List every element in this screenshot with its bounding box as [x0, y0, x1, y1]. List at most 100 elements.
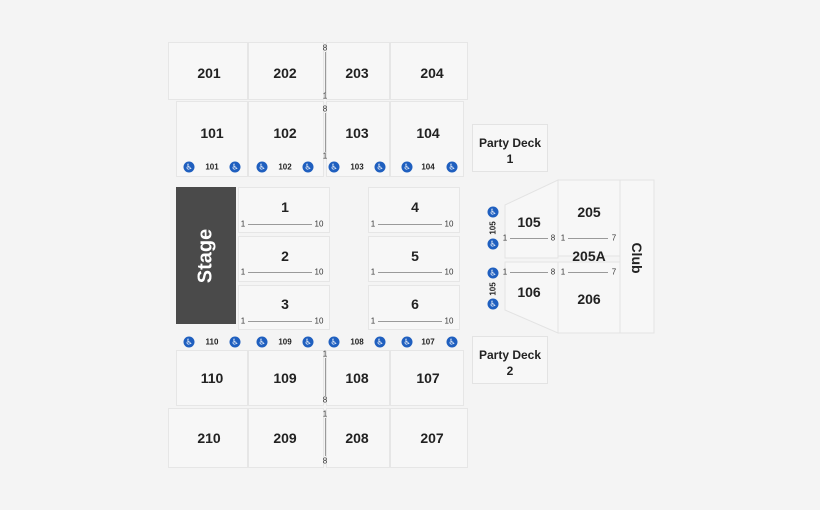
- row-line: [510, 238, 548, 239]
- section-210[interactable]: [168, 408, 248, 468]
- row-line: [378, 272, 442, 273]
- party-deck-1[interactable]: Party Deck 1: [472, 124, 548, 172]
- wheelchair-icon: ♿: [183, 161, 195, 173]
- floor-section-6[interactable]: [368, 285, 460, 330]
- section-206-shape[interactable]: [557, 261, 621, 334]
- section-label: 108: [345, 370, 369, 386]
- row-number: 1: [502, 233, 508, 243]
- section-201[interactable]: [168, 42, 248, 100]
- row-number: 10: [314, 267, 324, 277]
- section-label: 4: [411, 199, 419, 215]
- section-label: 203: [345, 65, 369, 81]
- wheelchair-icon: ♿: [229, 161, 241, 173]
- wheelchair-icon: ♿: [302, 336, 314, 348]
- section-label: 201: [197, 65, 221, 81]
- row-line: [568, 272, 608, 273]
- section-label: 5: [411, 248, 419, 264]
- row-line: [378, 224, 442, 225]
- section-205-shape[interactable]: [557, 179, 621, 257]
- wheelchair-icon: ♿: [401, 336, 413, 348]
- club-shape[interactable]: [619, 179, 655, 334]
- section-label: 6: [411, 296, 419, 312]
- aisle-line: [325, 418, 326, 456]
- section-label: 106: [517, 284, 541, 300]
- row-number: 1: [322, 409, 328, 419]
- section-109[interactable]: [248, 350, 324, 406]
- wheelchair-icon: ♿: [446, 336, 458, 348]
- floor-section-5[interactable]: [368, 236, 460, 282]
- floor-section-3[interactable]: [238, 285, 330, 330]
- section-label: 202: [273, 65, 297, 81]
- section-203[interactable]: [326, 42, 390, 100]
- section-label: 2: [281, 248, 289, 264]
- wheelchair-icon: ♿: [183, 336, 195, 348]
- section-202[interactable]: [248, 42, 324, 100]
- floor-section-1[interactable]: [238, 187, 330, 233]
- ada-label: 102: [278, 162, 292, 172]
- row-number: 1: [502, 267, 508, 277]
- section-207[interactable]: [390, 408, 468, 468]
- row-number: 10: [314, 316, 324, 326]
- row-line: [568, 238, 608, 239]
- section-208[interactable]: [326, 408, 390, 468]
- ada-label: 103: [350, 162, 364, 172]
- party-deck-label: Party Deck 1: [478, 136, 542, 166]
- section-label: 206: [577, 291, 601, 307]
- row-number: 1: [322, 151, 328, 161]
- section-label: 105: [517, 214, 541, 230]
- row-number: 10: [444, 267, 454, 277]
- row-number: 1: [370, 219, 376, 229]
- section-label: 107: [416, 370, 440, 386]
- wheelchair-icon: ♿: [487, 238, 499, 250]
- wheelchair-icon: ♿: [401, 161, 413, 173]
- section-label: 101: [200, 125, 224, 141]
- row-line: [378, 321, 442, 322]
- section-label: 205A: [572, 248, 606, 264]
- section-label: 102: [273, 125, 297, 141]
- section-label: 207: [420, 430, 444, 446]
- wheelchair-icon: ♿: [487, 298, 499, 310]
- floor-section-2[interactable]: [238, 236, 330, 282]
- row-number: 1: [370, 316, 376, 326]
- row-number: 1: [322, 349, 328, 359]
- wheelchair-icon: ♿: [328, 336, 340, 348]
- ada-label: 105: [488, 282, 498, 296]
- ada-label: 109: [278, 337, 292, 347]
- wheelchair-icon: ♿: [302, 161, 314, 173]
- section-label: 104: [416, 125, 440, 141]
- section-107[interactable]: [390, 350, 464, 406]
- section-label: 109: [273, 370, 297, 386]
- row-number: 1: [240, 316, 246, 326]
- wheelchair-icon: ♿: [374, 161, 386, 173]
- row-number: 8: [322, 456, 328, 466]
- section-label: 103: [345, 125, 369, 141]
- wheelchair-icon: ♿: [229, 336, 241, 348]
- row-line: [248, 321, 312, 322]
- row-number: 7: [611, 267, 617, 277]
- section-108[interactable]: [326, 350, 390, 406]
- party-deck-2[interactable]: Party Deck 2: [472, 336, 548, 384]
- row-number: 1: [240, 267, 246, 277]
- wheelchair-icon: ♿: [256, 161, 268, 173]
- row-number: 8: [322, 104, 328, 114]
- section-label: 209: [273, 430, 297, 446]
- section-204[interactable]: [390, 42, 468, 100]
- wheelchair-icon: ♿: [256, 336, 268, 348]
- section-110[interactable]: [176, 350, 248, 406]
- floor-section-4[interactable]: [368, 187, 460, 233]
- row-number: 10: [444, 316, 454, 326]
- ada-label: 101: [205, 162, 219, 172]
- ada-label: 107: [421, 337, 435, 347]
- row-number: 8: [322, 43, 328, 53]
- row-number: 1: [322, 91, 328, 101]
- row-number: 8: [550, 233, 556, 243]
- wheelchair-icon: ♿: [446, 161, 458, 173]
- section-label: 208: [345, 430, 369, 446]
- section-209[interactable]: [248, 408, 324, 468]
- row-line: [248, 272, 312, 273]
- section-label: 110: [200, 370, 224, 386]
- ada-label: 104: [421, 162, 435, 172]
- aisle-line: [325, 52, 326, 93]
